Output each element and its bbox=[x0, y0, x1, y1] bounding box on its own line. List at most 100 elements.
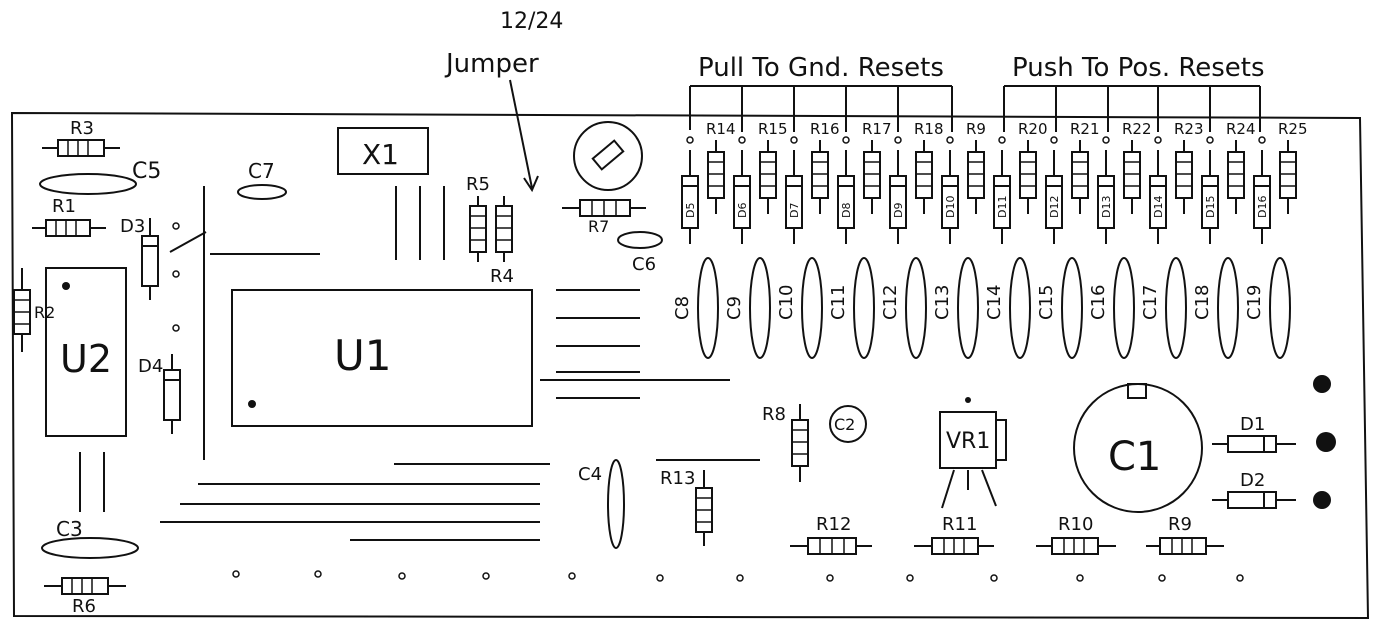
regulator-vr1: VR1 bbox=[939, 397, 1007, 509]
jumper-arrow bbox=[509, 79, 539, 193]
reset-resistor-r15: R15 bbox=[758, 120, 788, 214]
svg-text:C5: C5 bbox=[132, 159, 161, 184]
svg-text:D4: D4 bbox=[138, 356, 163, 377]
push-bracket bbox=[1003, 85, 1261, 132]
capacitor-c16: C16 bbox=[1088, 257, 1135, 359]
reset-diode-d7: D7 bbox=[785, 136, 803, 244]
reset-diode-label: D12 bbox=[1048, 196, 1061, 218]
reset-resistor-r18: R18 bbox=[914, 120, 944, 214]
resistor-r3: R3 bbox=[42, 118, 120, 157]
jumper-value: 12/24 bbox=[500, 9, 563, 34]
reset-resistor-label: R18 bbox=[914, 120, 944, 138]
capacitor-label: C12 bbox=[880, 285, 901, 320]
reset-resistor-label: R22 bbox=[1122, 120, 1152, 138]
svg-text:R10: R10 bbox=[1058, 514, 1093, 535]
capacitor-label: C17 bbox=[1140, 285, 1161, 320]
resistor-r5: R5 bbox=[466, 174, 490, 262]
ic-u1: U1 bbox=[231, 289, 533, 427]
resistor-r9-bottom: R9 bbox=[1146, 514, 1224, 555]
capacitor-c8: C8 bbox=[672, 257, 719, 359]
reset-resistor-label: R20 bbox=[1018, 120, 1048, 138]
capacitor-c6: C6 bbox=[617, 231, 663, 275]
capacitor-c15: C15 bbox=[1036, 257, 1083, 359]
svg-text:R9: R9 bbox=[1168, 514, 1192, 535]
capacitor-c17: C17 bbox=[1140, 257, 1187, 359]
traces bbox=[160, 186, 760, 541]
capacitor-label: C14 bbox=[984, 285, 1005, 320]
capacitor-c1: C1 bbox=[1073, 383, 1203, 513]
capacitor-label: C15 bbox=[1036, 285, 1057, 320]
reset-resistor-label: R21 bbox=[1070, 120, 1100, 138]
reset-diode-d16: D16 bbox=[1253, 136, 1271, 244]
resistor-r12: R12 bbox=[790, 514, 872, 555]
svg-text:D1: D1 bbox=[1240, 414, 1265, 435]
reset-resistor-r16: R16 bbox=[810, 120, 840, 214]
reset-resistor-r17: R17 bbox=[862, 120, 892, 214]
reset-resistor-label: R24 bbox=[1226, 120, 1256, 138]
diode-d3: D3 bbox=[120, 216, 159, 300]
svg-text:R6: R6 bbox=[72, 596, 96, 617]
capacitor-c12: C12 bbox=[880, 257, 927, 359]
board-outline bbox=[10, 111, 1370, 620]
reset-resistor-r25: R25 bbox=[1278, 120, 1308, 214]
diode-d4: D4 bbox=[138, 354, 181, 434]
pull-bracket bbox=[689, 85, 953, 132]
reset-resistor-label: R25 bbox=[1278, 120, 1308, 138]
reset-resistor-r23: R23 bbox=[1174, 120, 1204, 214]
svg-text:R8: R8 bbox=[762, 404, 786, 425]
svg-text:C6: C6 bbox=[632, 254, 656, 275]
reset-columns: D5R14D6R15D7R16D8R17D9R18D10R9D11R20D12R… bbox=[681, 120, 1308, 244]
svg-text:C4: C4 bbox=[578, 464, 602, 485]
capacitor-c18: C18 bbox=[1192, 257, 1239, 359]
svg-text:R7: R7 bbox=[588, 217, 609, 236]
reset-diode-d12: D12 bbox=[1045, 136, 1063, 244]
diode-d1: D1 bbox=[1212, 414, 1296, 453]
reset-resistor-r22: R22 bbox=[1122, 120, 1152, 214]
capacitor-c11: C11 bbox=[828, 257, 875, 359]
reset-diode-label: D13 bbox=[1100, 196, 1113, 218]
capacitor-c2: C2 bbox=[829, 405, 867, 443]
reset-resistor-r20: R20 bbox=[1018, 120, 1048, 214]
svg-text:X1: X1 bbox=[362, 138, 399, 171]
capacitor-label: C11 bbox=[828, 285, 849, 320]
capacitor-c14: C14 bbox=[984, 257, 1031, 359]
svg-text:R2: R2 bbox=[34, 303, 55, 322]
reset-resistor-r9: R9 bbox=[966, 120, 986, 214]
capacitor-label: C10 bbox=[776, 285, 797, 320]
svg-text:R3: R3 bbox=[70, 118, 94, 139]
ic-u2: U2 bbox=[45, 267, 127, 512]
svg-text:C7: C7 bbox=[248, 159, 275, 183]
push-label: Push To Pos. Resets bbox=[1012, 53, 1265, 83]
output-terminals bbox=[1313, 375, 1336, 509]
svg-text:R13: R13 bbox=[660, 468, 695, 489]
reset-diode-label: D16 bbox=[1256, 196, 1269, 218]
svg-text:U2: U2 bbox=[60, 337, 112, 381]
capacitor-label: C8 bbox=[672, 296, 693, 320]
capacitor-label: C9 bbox=[724, 296, 745, 320]
capacitor-label: C16 bbox=[1088, 285, 1109, 320]
diode-d2: D2 bbox=[1212, 470, 1296, 509]
reset-diode-d8: D8 bbox=[837, 136, 855, 244]
svg-text:R5: R5 bbox=[466, 174, 490, 195]
reset-diode-d5: D5 bbox=[681, 136, 699, 244]
reset-resistor-label: R15 bbox=[758, 120, 788, 138]
reset-resistor-label: R9 bbox=[966, 120, 986, 138]
reset-diode-d15: D15 bbox=[1201, 136, 1219, 244]
reset-diode-d11: D11 bbox=[993, 136, 1011, 244]
capacitor-c5: C5 bbox=[39, 159, 161, 195]
capacitor-c10: C10 bbox=[776, 257, 823, 359]
resistor-r10: R10 bbox=[1036, 514, 1116, 555]
reset-diode-d14: D14 bbox=[1149, 136, 1167, 244]
capacitor-c4: C4 bbox=[578, 459, 625, 549]
capacitor-label: C18 bbox=[1192, 285, 1213, 320]
svg-text:C3: C3 bbox=[56, 517, 83, 541]
svg-text:U1: U1 bbox=[334, 331, 391, 380]
resistor-r13: R13 bbox=[660, 468, 713, 546]
reset-diode-label: D14 bbox=[1152, 196, 1165, 218]
reset-resistor-label: R14 bbox=[706, 120, 736, 138]
resistor-r11: R11 bbox=[914, 514, 994, 555]
reset-diode-label: D6 bbox=[736, 203, 749, 218]
capacitor-label: C13 bbox=[932, 285, 953, 320]
